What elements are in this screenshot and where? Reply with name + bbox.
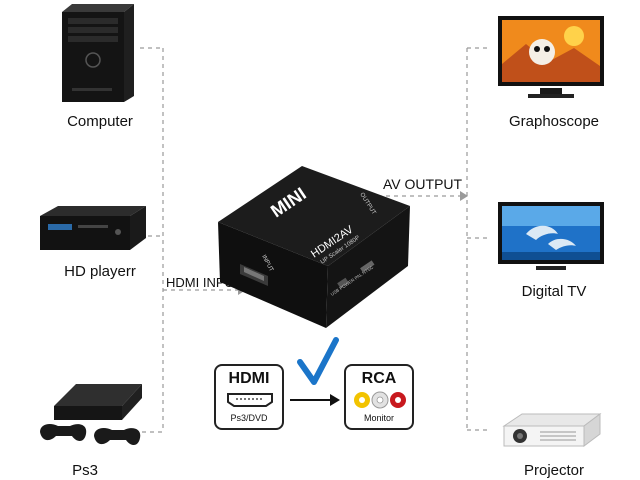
rca-box-subtitle: Monitor: [363, 413, 394, 423]
projector-icon: [502, 413, 602, 447]
output-label-graphoscope: Graphoscope: [508, 113, 600, 130]
rca-box-title: RCA: [361, 370, 397, 387]
checkmark-icon: [297, 337, 339, 385]
output-label-projector: Projector: [523, 462, 585, 479]
hdmi-box-title: HDMI: [228, 370, 270, 387]
hdmi-connector-icon: [227, 393, 273, 407]
hdmi2av-converter-device: MINI HDMI2AV UP Scaler 1080P OUTPUT INPU…: [218, 166, 410, 328]
rca-jacks-icon: [354, 391, 406, 409]
av-output-arrowhead: [460, 191, 468, 201]
output-label-digital-tv: Digital TV: [521, 283, 587, 300]
av-output-label: AV OUTPUT: [383, 176, 463, 192]
rca-output-box: RCA Monitor: [344, 364, 414, 430]
hd-player-icon: [40, 206, 146, 250]
source-label-computer: Computer: [67, 113, 133, 130]
conversion-arrowhead: [330, 394, 340, 406]
tv-dolphin-screen-icon: [498, 202, 604, 270]
source-label-hd-player: HD playerr: [64, 263, 136, 280]
hdmi-source-box: HDMI Ps3/DVD: [214, 364, 284, 430]
hdmi-box-subtitle: Ps3/DVD: [230, 413, 268, 423]
computer-tower-icon: [62, 4, 134, 102]
tv-cartoon-screen-icon: [498, 16, 604, 98]
game-console-icon: [40, 384, 142, 445]
source-label-ps3: Ps3: [72, 462, 98, 479]
